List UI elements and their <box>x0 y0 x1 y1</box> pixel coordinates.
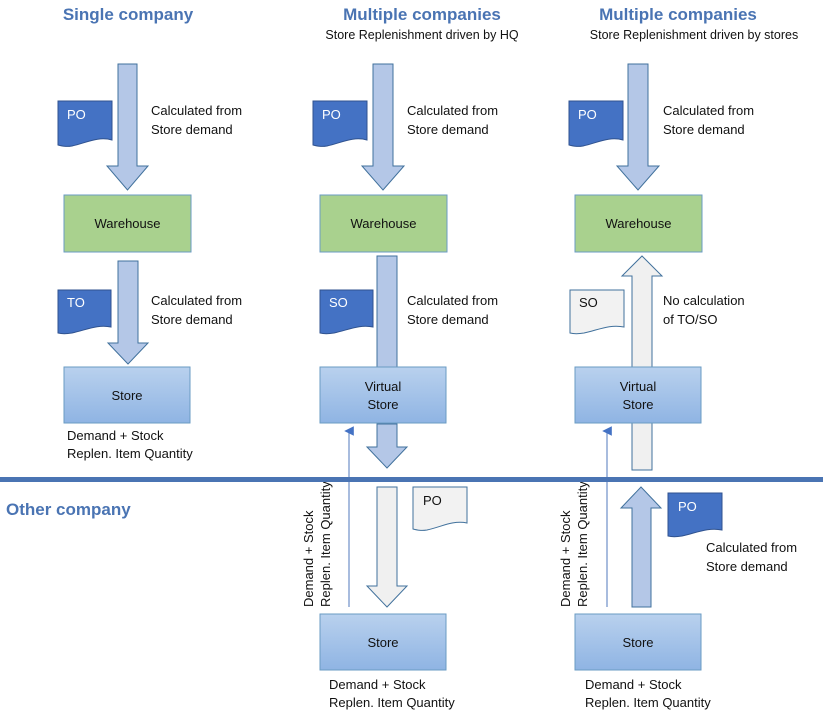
purchase-order-document-icon: PO <box>568 100 624 147</box>
other-company-heading: Other company <box>6 500 131 519</box>
store-note: Demand + Stock <box>329 677 426 692</box>
purchase-order-document-icon: PO <box>57 100 113 147</box>
store-note: Replen. Item Quantity <box>329 695 455 710</box>
down-arrow <box>365 486 409 608</box>
top-flow-label: Calculated from <box>407 103 498 118</box>
mid-flow-label: Store demand <box>151 312 233 327</box>
down-arrow <box>360 63 406 191</box>
store-note: Demand + Stock <box>585 677 682 692</box>
svg-text:PO: PO <box>67 107 86 122</box>
svg-text:SO: SO <box>329 295 348 310</box>
store-label: Store <box>111 388 142 403</box>
mid-flow-label: Calculated from <box>151 293 242 308</box>
column-3-subheading: Store Replenishment driven by stores <box>590 28 798 42</box>
vertical-note: Demand + Stock Replen. Item Quantity <box>301 481 333 607</box>
store-note: Replen. Item Quantity <box>67 446 193 461</box>
svg-text:PO: PO <box>322 107 341 122</box>
warehouse-box <box>63 194 192 253</box>
store-note: Demand + Stock <box>67 428 164 443</box>
svg-text:Demand + Stock: Demand + Stock <box>558 510 573 607</box>
purchase-order-document-icon: PO <box>412 486 468 531</box>
warehouse-label: Warehouse <box>606 216 672 231</box>
down-arrow <box>105 63 150 191</box>
warehouse-label: Warehouse <box>351 216 417 231</box>
top-flow-label: Store demand <box>663 122 745 137</box>
down-arrow <box>365 423 409 469</box>
virtual-store-label: Virtual <box>620 379 657 394</box>
down-arrow <box>376 255 398 368</box>
down-arrow <box>615 63 661 191</box>
virtual-store-box <box>574 366 702 424</box>
up-arrow <box>620 255 664 471</box>
up-arrow <box>619 486 663 608</box>
store-note: Replen. Item Quantity <box>585 695 711 710</box>
other-flow-label: Calculated from <box>706 540 797 555</box>
mid-flow-label: Store demand <box>407 312 489 327</box>
top-flow-label: Store demand <box>151 122 233 137</box>
mid-flow-label: Calculated from <box>407 293 498 308</box>
down-arrow <box>106 260 150 365</box>
warehouse-label: Warehouse <box>95 216 161 231</box>
mid-flow-label: of TO/SO <box>663 312 717 327</box>
svg-text:Replen. Item Quantity: Replen. Item Quantity <box>318 481 333 607</box>
column-3-heading: Multiple companies <box>599 5 757 24</box>
store-box <box>319 613 447 671</box>
svg-text:TO: TO <box>67 295 85 310</box>
svg-text:Demand + Stock: Demand + Stock <box>301 510 316 607</box>
column-2-heading: Multiple companies <box>343 5 501 24</box>
store-box <box>574 613 702 671</box>
store-box <box>63 366 191 424</box>
virtual-store-label: Store <box>622 397 653 412</box>
svg-text:SO: SO <box>579 295 598 310</box>
store-label: Store <box>367 635 398 650</box>
column-2-subheading: Store Replenishment driven by HQ <box>325 28 518 42</box>
column-1-heading: Single company <box>63 5 194 24</box>
vertical-note: Demand + Stock Replen. Item Quantity <box>558 481 590 607</box>
other-flow-label: Store demand <box>706 559 788 574</box>
virtual-store-label: Virtual <box>365 379 402 394</box>
warehouse-box <box>319 194 448 253</box>
svg-text:Replen. Item Quantity: Replen. Item Quantity <box>575 481 590 607</box>
top-flow-label: Calculated from <box>151 103 242 118</box>
svg-text:PO: PO <box>578 107 597 122</box>
company-divider <box>0 477 823 482</box>
svg-text:PO: PO <box>423 493 442 508</box>
purchase-order-document-icon: PO <box>312 100 368 147</box>
transfer-order-document-icon: TO <box>57 289 112 335</box>
top-flow-label: Store demand <box>407 122 489 137</box>
purchase-order-document-icon: PO <box>667 492 723 538</box>
mid-flow-label: No calculation <box>663 293 745 308</box>
sales-order-document-icon: SO <box>569 289 625 335</box>
sales-order-document-icon: SO <box>319 289 374 335</box>
warehouse-box <box>574 194 703 253</box>
store-label: Store <box>622 635 653 650</box>
virtual-store-box <box>319 366 447 424</box>
svg-text:PO: PO <box>678 499 697 514</box>
virtual-store-label: Store <box>367 397 398 412</box>
top-flow-label: Calculated from <box>663 103 754 118</box>
